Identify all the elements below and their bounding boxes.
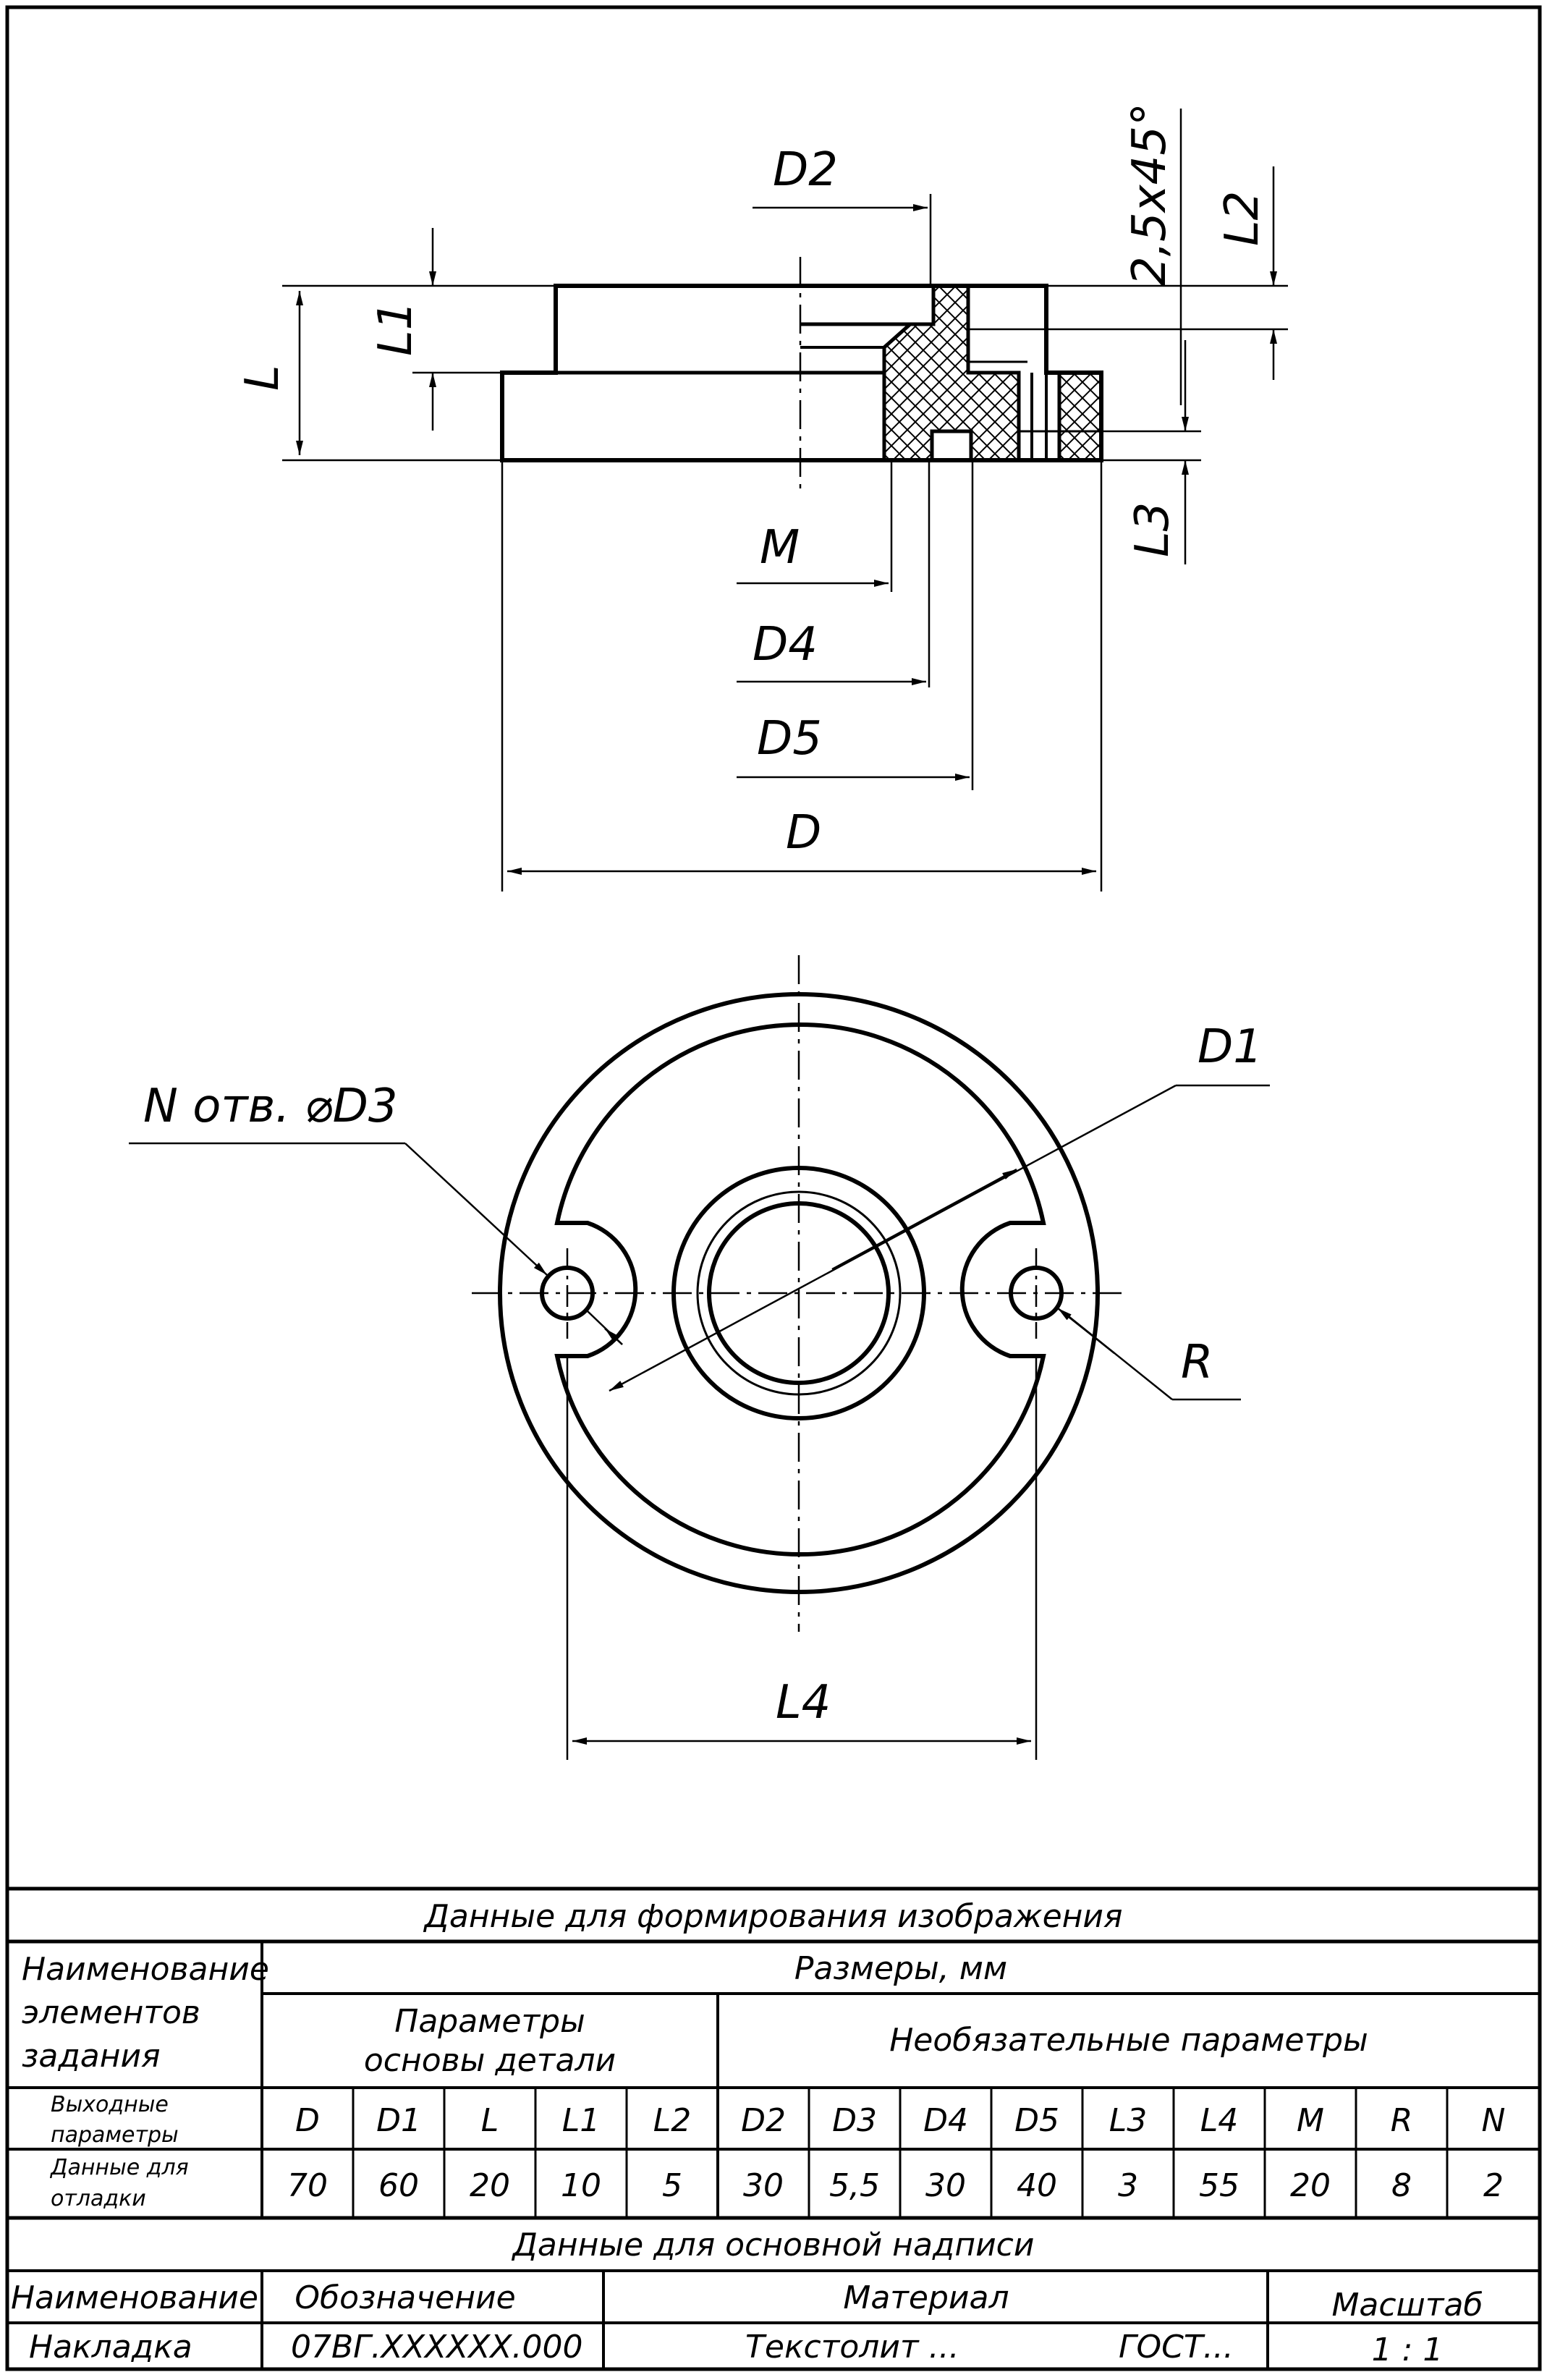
label-l4: L4 <box>776 1676 831 1729</box>
param-cell: L <box>481 2102 499 2139</box>
row-output-label-1: Выходные <box>51 2092 169 2117</box>
param-cell: L4 <box>1200 2102 1239 2139</box>
label-d1: D1 <box>1198 1020 1263 1074</box>
param-cell: L1 <box>562 2102 601 2139</box>
value-cell: 55 <box>1199 2167 1239 2204</box>
title-block-header: Данные для основной надписи <box>512 2227 1035 2263</box>
value-cell: 10 <box>561 2167 601 2204</box>
hatched-ring <box>1057 370 1103 462</box>
row-debug-label-1: Данные для <box>49 2155 189 2180</box>
params-row: D D1 L L1 L2 D2 D3 D4 D5 L3 L4 M R N <box>295 2102 1505 2139</box>
col-name: Наименование <box>11 2279 258 2316</box>
section-dimensions <box>282 109 1288 892</box>
col-designation: Обозначение <box>294 2279 515 2316</box>
param-cell: D2 <box>741 2102 786 2139</box>
param-cell: L2 <box>653 2102 692 2139</box>
label-l3: L3 <box>1126 502 1179 557</box>
param-cell: D1 <box>376 2102 421 2139</box>
top-view <box>472 955 1125 1632</box>
names-header-1: Наименование <box>22 1951 269 1988</box>
param-cell: N <box>1482 2102 1506 2139</box>
value-cell: 20 <box>1290 2167 1331 2204</box>
names-header-2: элементов <box>22 1994 200 2031</box>
row-debug-label-2: отладки <box>51 2186 146 2211</box>
label-d: D <box>786 806 821 860</box>
part-scale: 1 : 1 <box>1372 2332 1444 2368</box>
label-holes: N отв. ⌀D3 <box>143 1080 398 1133</box>
values-row: 70 60 20 10 5 30 5,5 30 40 3 55 20 8 2 <box>287 2167 1504 2204</box>
label-r: R <box>1181 1336 1213 1389</box>
value-cell: 5,5 <box>829 2167 880 2204</box>
param-cell: M <box>1297 2102 1324 2139</box>
base-params-2: основы детали <box>364 2042 616 2079</box>
value-cell: 5 <box>662 2167 682 2204</box>
data-table-text: Данные для формирования изображения Наим… <box>11 1898 1505 2368</box>
col-material: Материал <box>843 2279 1009 2316</box>
label-l2: L2 <box>1216 191 1269 246</box>
inner-slotted-outline <box>554 1022 1046 1557</box>
hatched-section <box>882 284 1021 462</box>
label-m: M <box>760 521 800 575</box>
value-cell: 8 <box>1391 2167 1412 2204</box>
label-l1: L1 <box>369 301 423 356</box>
value-cell: 70 <box>287 2167 328 2204</box>
label-d4: D4 <box>753 618 818 672</box>
sizes-header: Размеры, мм <box>794 1950 1007 1987</box>
param-cell: D <box>295 2102 320 2139</box>
part-material: Текстолит ... <box>745 2329 959 2366</box>
col-scale: Масштаб <box>1331 2287 1483 2324</box>
data-table <box>7 1886 1540 2369</box>
section-labels: D2 2,5x45° L2 L L1 L3 M D4 D5 D <box>236 103 1269 860</box>
label-l: L <box>236 365 289 391</box>
sheet-frame <box>5 5 1542 2371</box>
label-d5: D5 <box>757 712 822 766</box>
param-cell: D3 <box>832 2102 877 2139</box>
param-cell: D4 <box>923 2102 968 2139</box>
value-cell: 60 <box>378 2167 419 2204</box>
row-output-label-2: параметры <box>51 2122 179 2148</box>
base-params-1: Параметры <box>394 2003 585 2040</box>
part-designation: 07ВГ.XXXXXX.000 <box>291 2329 583 2366</box>
top-view-dimensions <box>129 1084 1270 1760</box>
names-header-3: задания <box>22 2038 161 2075</box>
value-cell: 20 <box>470 2167 510 2204</box>
section-view <box>500 257 1103 492</box>
param-cell: L3 <box>1109 2102 1148 2139</box>
optional-params: Необязательные параметры <box>889 2022 1368 2059</box>
value-cell: 40 <box>1017 2167 1057 2204</box>
value-cell: 2 <box>1483 2167 1504 2204</box>
label-chamfer: 2,5x45° <box>1123 103 1177 286</box>
top-view-labels: N отв. ⌀D3 D1 R L4 <box>143 1020 1263 1729</box>
part-name: Накладка <box>29 2329 192 2366</box>
param-cell: D5 <box>1014 2102 1059 2139</box>
table-title: Данные для формирования изображения <box>423 1898 1123 1935</box>
value-cell: 30 <box>925 2167 966 2204</box>
value-cell: 3 <box>1118 2167 1138 2204</box>
part-gost: ГОСТ... <box>1119 2329 1234 2366</box>
value-cell: 30 <box>743 2167 784 2204</box>
label-d2: D2 <box>773 143 838 197</box>
param-cell: R <box>1391 2102 1413 2139</box>
